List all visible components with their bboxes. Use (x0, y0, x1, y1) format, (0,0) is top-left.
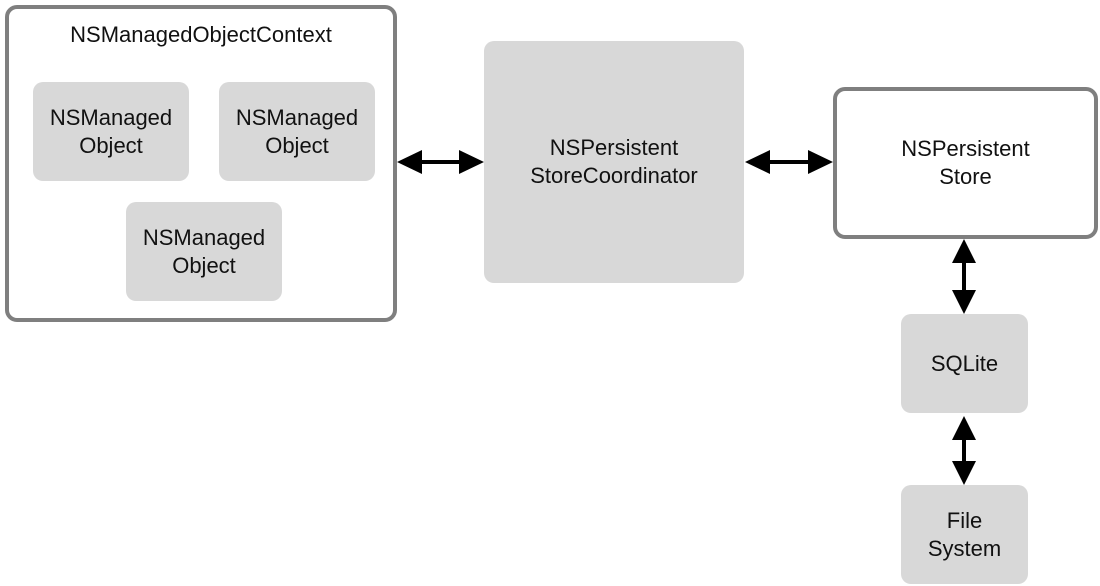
store-sqlite-arrow (952, 239, 976, 314)
context-coordinator-arrow (397, 150, 484, 174)
managed-object-box-1: NSManaged Object (33, 82, 189, 181)
managed-object-label-2: NSManaged Object (235, 104, 359, 158)
managed-object-context-box: NSManagedObjectContext NSManaged Object … (5, 5, 397, 322)
managed-object-label-3: NSManaged Object (142, 224, 266, 278)
sqlite-label: SQLite (930, 350, 999, 376)
persistent-store-box: NSPersistent Store (833, 87, 1098, 239)
managed-object-label-1: NSManaged Object (49, 104, 173, 158)
coordinator-store-arrow (745, 150, 833, 174)
sqlite-filesystem-arrow (952, 416, 976, 485)
persistent-store-coordinator-box: NSPersistent StoreCoordinator (484, 41, 744, 283)
persistent-store-coordinator-label: NSPersistent StoreCoordinator (530, 135, 698, 188)
file-system-box: File System (901, 485, 1028, 584)
sqlite-box: SQLite (901, 314, 1028, 413)
file-system-label: File System (927, 507, 1002, 561)
managed-object-box-2: NSManaged Object (219, 82, 375, 181)
managed-object-context-title: NSManagedObjectContext (70, 22, 332, 47)
managed-object-box-3: NSManaged Object (126, 202, 282, 301)
persistent-store-label: NSPersistent Store (901, 136, 1030, 189)
